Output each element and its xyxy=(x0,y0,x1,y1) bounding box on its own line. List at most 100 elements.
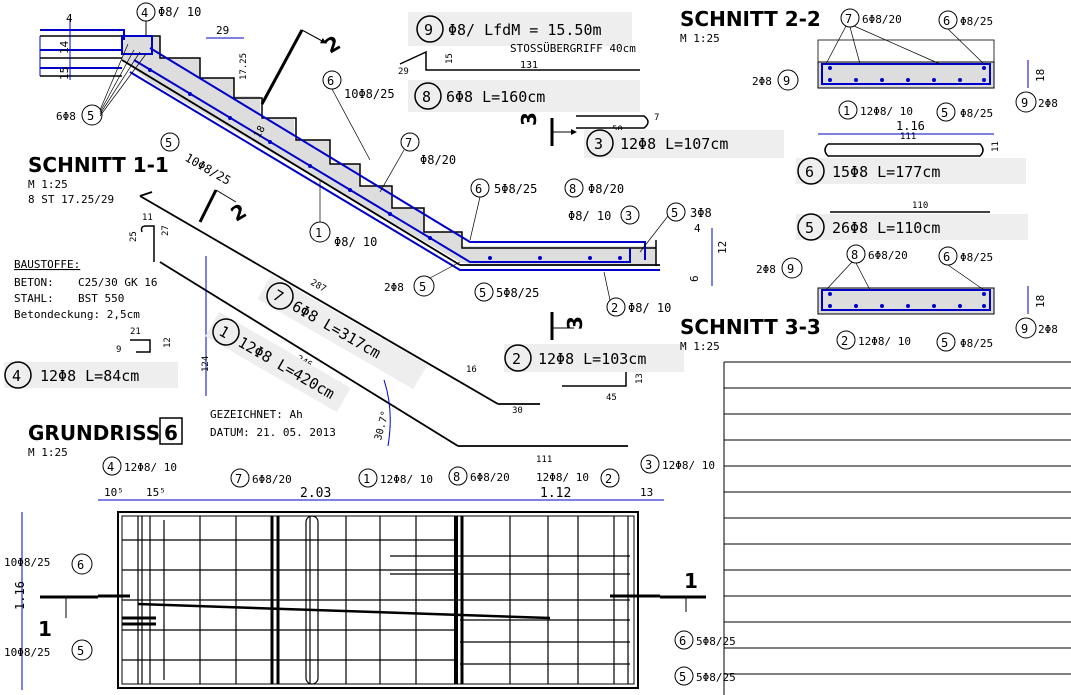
bar9-sub: STOSSÜBERGRIFF 40cm xyxy=(510,42,636,55)
grundriss-scale: M 1:25 xyxy=(28,446,68,459)
s33-n5: 5 xyxy=(941,336,948,350)
s22-t7: 6Φ8/20 xyxy=(862,13,902,26)
label-53-no: 5 xyxy=(671,206,678,220)
plan-t2: 12Φ8/ 10 xyxy=(536,471,589,484)
s22-n1: 1 xyxy=(843,104,850,118)
dim-4: 4 xyxy=(66,12,73,25)
bar2-dim-b: 45 xyxy=(606,393,617,403)
s22-n6: 6 xyxy=(943,14,950,28)
bar3-dim-b: 7 xyxy=(654,113,659,123)
label-1-text: Φ8/ 10 xyxy=(334,235,377,249)
bar6-dim-b: 11 xyxy=(991,141,1001,152)
s33-t5: Φ8/25 xyxy=(960,337,993,350)
plan-n2: 2 xyxy=(605,472,612,486)
schnitt-3-3: 8 6Φ8/20 6 Φ8/25 9 2Φ8 9 2Φ8 2 12Φ8/ 10 … xyxy=(680,244,1058,353)
s22-n9a: 9 xyxy=(783,74,790,88)
s22-dim: 1.16 xyxy=(896,119,925,133)
plan-t3: 12Φ8/ 10 xyxy=(662,459,715,472)
label-8-text: Φ8/20 xyxy=(588,182,624,196)
s22-d18: 18 xyxy=(1034,69,1047,82)
plan-n5: 5 xyxy=(77,644,84,658)
s33-t8: 6Φ8/20 xyxy=(868,249,908,262)
label-2-text: Φ8/ 10 xyxy=(628,301,671,315)
bar2-no: 2 xyxy=(512,350,521,368)
beton-label: BETON: xyxy=(14,276,54,289)
drawn-by: GEZEICHNET: Ah xyxy=(210,408,303,421)
bar4-no: 4 xyxy=(12,367,21,385)
dim-1725: 17.25 xyxy=(239,53,249,80)
materials-heading: BAUSTOFFE: xyxy=(14,258,80,271)
s22-t9a: 2Φ8 xyxy=(752,75,772,88)
bar3-no: 3 xyxy=(594,135,603,153)
bar7-dim-c: 30 xyxy=(512,406,523,416)
schnitt11-steps: 8 ST 17.25/29 xyxy=(28,193,114,206)
label-7-text: Φ8/20 xyxy=(420,153,456,167)
grundriss-no: 6 xyxy=(164,421,178,445)
drawn-date: DATUM: 21. 05. 2013 xyxy=(210,426,336,439)
plan-d13: 13 xyxy=(640,486,653,499)
bar4-dim-b: 9 xyxy=(116,345,121,355)
label-6c-no: 6 xyxy=(475,182,482,196)
s33-n6: 6 xyxy=(943,250,950,264)
label-8-no: 8 xyxy=(569,182,576,196)
s33-n2: 2 xyxy=(841,334,848,348)
s22-t6: Φ8/25 xyxy=(960,15,993,28)
bar1-dim-e: 25 xyxy=(129,231,139,242)
s33-n8: 8 xyxy=(851,248,858,262)
bar1-dim-d: 111 xyxy=(536,455,552,465)
plan-t8: 6Φ8/20 xyxy=(470,471,510,484)
plan-d105: 10⁵ xyxy=(104,486,124,499)
label-1-no: 1 xyxy=(315,226,322,240)
label-7-no: 7 xyxy=(405,136,412,150)
plan-t6r: 5Φ8/25 xyxy=(696,635,736,648)
bar8-text: 6Φ8 L=160cm xyxy=(446,88,545,106)
plan-t1: 12Φ8/ 10 xyxy=(380,473,433,486)
label-810-text: Φ8/ 10 xyxy=(568,209,611,223)
label-5c-text: 5Φ8/25 xyxy=(496,286,539,300)
s33-t2: 12Φ8/ 10 xyxy=(858,335,911,348)
plan-n5r: 5 xyxy=(679,670,686,684)
plan-d155: 15⁵ xyxy=(146,486,166,499)
s33-t9a: 2Φ8 xyxy=(756,263,776,276)
label-4-text: Φ8/ 10 xyxy=(158,5,201,19)
bar9-dim-b: 15 xyxy=(445,53,455,64)
label-2b-text: 2Φ8 xyxy=(384,281,404,294)
bar5-dim-a: 110 xyxy=(912,201,928,211)
cut-3-top: 3 xyxy=(517,112,541,126)
bar6-dim-a: 111 xyxy=(900,132,916,142)
s22-t5: Φ8/25 xyxy=(960,107,993,120)
grundriss: GRUNDRISS 6 M 1:25 4 12Φ8/ 10 7 6Φ8/20 1… xyxy=(4,417,736,690)
bar3-text: 12Φ8 L=107cm xyxy=(620,135,728,153)
bar6-no: 6 xyxy=(805,163,814,181)
plan-d112: 1.12 xyxy=(540,486,571,501)
plan-cut1-right: 1 xyxy=(684,569,698,593)
s22-n5: 5 xyxy=(941,106,948,120)
bar4-dim-c: 12 xyxy=(163,337,173,348)
plan-t4: 12Φ8/ 10 xyxy=(124,461,177,474)
dim-18: 18 xyxy=(252,124,268,140)
bar1-dim-f: 27 xyxy=(161,225,171,236)
s33-t6: Φ8/25 xyxy=(960,251,993,264)
plan-t7: 6Φ8/20 xyxy=(252,473,292,486)
bar9-text: Φ8/ LfdM = 15.50m xyxy=(448,21,602,39)
bar8-no: 8 xyxy=(422,88,431,106)
label-6c-text: 5Φ8/25 xyxy=(494,182,537,196)
s22-t1: 12Φ8/ 10 xyxy=(860,105,913,118)
bar9-dim-a: 29 xyxy=(398,67,409,77)
label-5b-text: 10Φ8/25 xyxy=(183,150,234,187)
plan-d116: 1.16 xyxy=(13,581,27,610)
dim-12: 12 xyxy=(716,241,729,254)
materials-block: BAUSTOFFE: BETON: C25/30 GK 16 STAHL: BS… xyxy=(14,258,157,321)
schnitt-2-2: SCHNITT 2-2 M 1:25 7 6Φ8/20 6 Φ8/25 9 2Φ… xyxy=(680,7,1058,135)
label-2-no: 2 xyxy=(611,301,618,315)
schnitt33-title: SCHNITT 3-3 xyxy=(680,315,821,339)
bar9-dim-c: 131 xyxy=(520,60,538,71)
angle-text: 30.7° xyxy=(373,410,391,442)
schnitt22-title: SCHNITT 2-2 xyxy=(680,7,821,31)
schnitt33-scale: M 1:25 xyxy=(680,340,720,353)
s22-n9b: 9 xyxy=(1021,96,1028,110)
s22-n7: 7 xyxy=(845,12,852,26)
schnitt11-title: SCHNITT 1-1 xyxy=(28,153,169,177)
label-5-text: 6Φ8 xyxy=(56,110,76,123)
